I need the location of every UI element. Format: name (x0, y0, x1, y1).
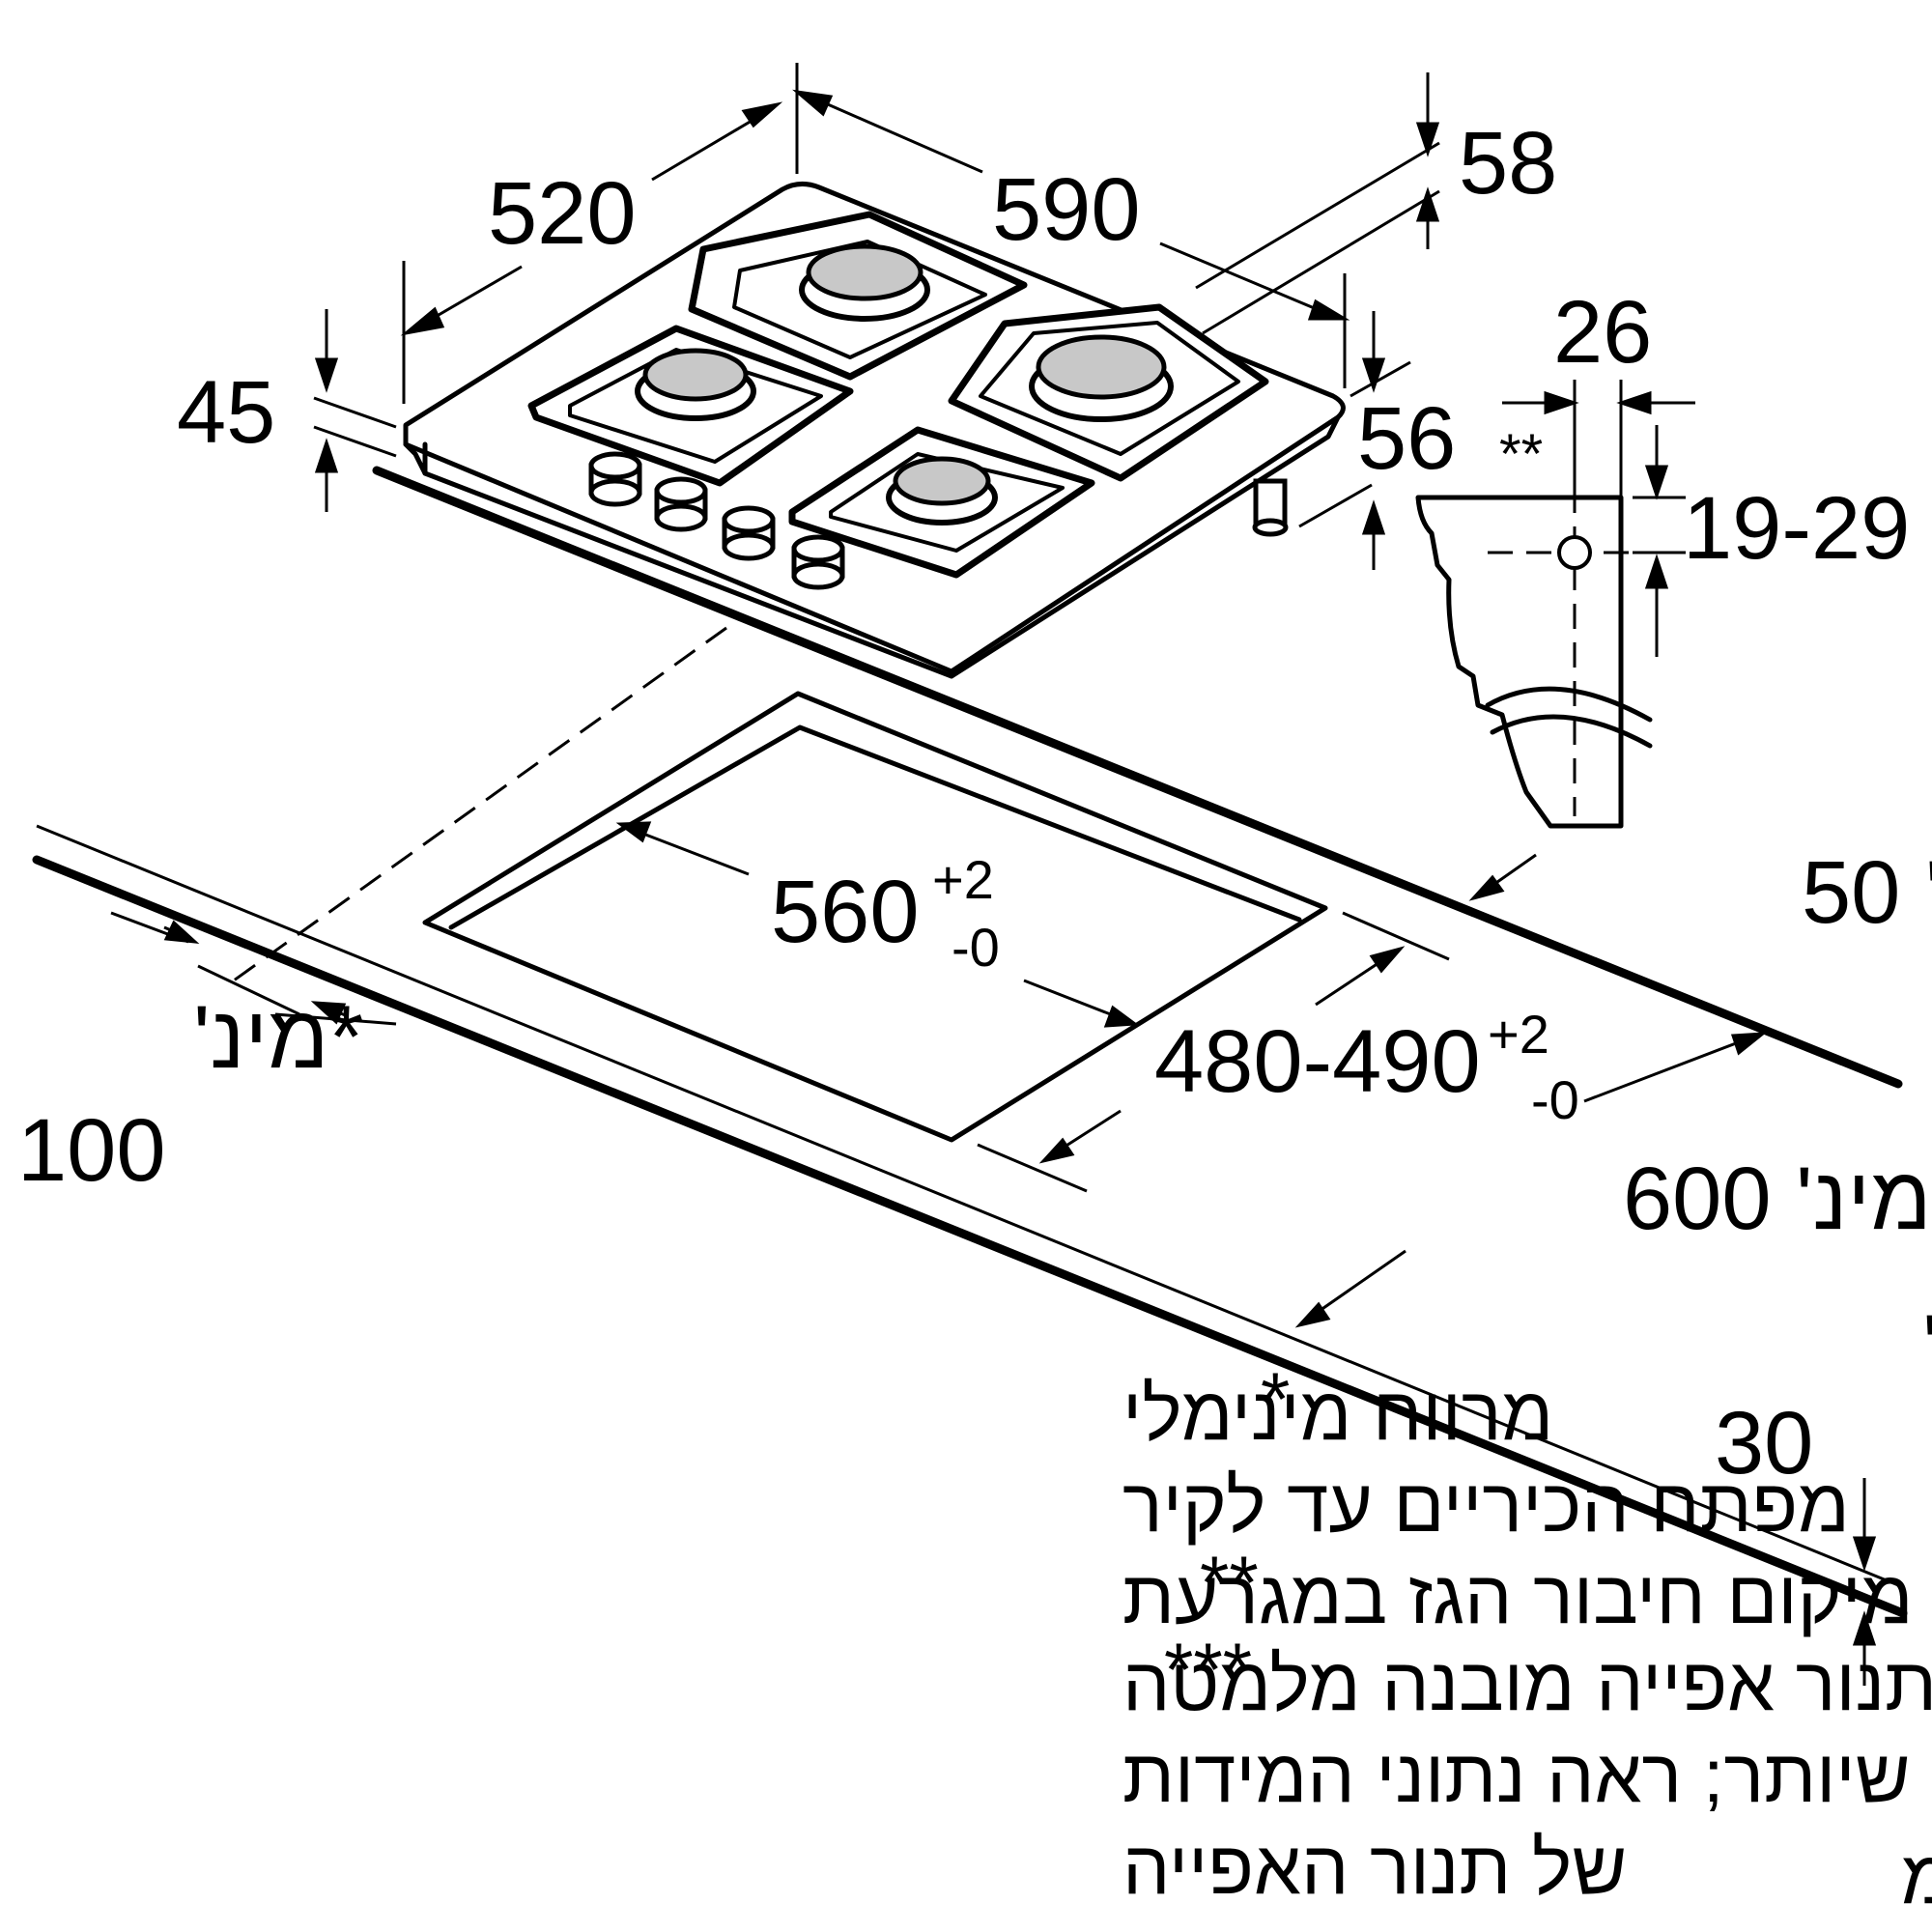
grate-front-left (527, 325, 854, 487)
dim-min-100-value: 100 (17, 1101, 166, 1200)
control-knobs (588, 451, 845, 590)
dim-590: 590 (992, 160, 1141, 259)
dim-56: 56 (1357, 389, 1456, 488)
gas-hob (403, 182, 1346, 679)
knob-2 (654, 476, 708, 532)
countertop-profile (1415, 380, 1686, 829)
dimension-labels: 520 590 58 45 56 26 19-29 ** 560 +2 -0 4… (17, 114, 1932, 1492)
knob-4 (791, 534, 845, 590)
dim-480-minus: -0 (1531, 1069, 1579, 1130)
gas-connection-point (1557, 535, 1592, 570)
burner-back-left (799, 243, 930, 322)
dim-560-plus: +2 (932, 849, 994, 910)
dim-58: 58 (1459, 114, 1557, 213)
note-2-line-1: מיקום חיבור הגז במגרעת (1122, 1554, 1913, 1639)
note-3-line-2: ייתכן שיותר; ראה נתוני המידות (1122, 1733, 1932, 1818)
knob-3 (722, 505, 776, 561)
dim-480-plus: +2 (1488, 1004, 1549, 1065)
dim-min-50: מינ' 50 (1802, 843, 1932, 942)
dim-19-29: 19-29 (1683, 479, 1910, 578)
dim-520: 520 (488, 164, 637, 263)
note-3-line-3: של תנור האפייה (1122, 1825, 1627, 1910)
burner-front-right (886, 456, 998, 526)
knob-1 (588, 451, 642, 507)
note-3-line-1: עם תנור אפייה מובנה מלמטה (1122, 1641, 1932, 1726)
dim-560: 560 (771, 863, 920, 961)
dim-min-100-label: *מינ' (193, 988, 363, 1087)
countertop (32, 466, 1908, 1618)
note-3-marker: *** (1164, 1627, 1252, 1712)
gas-connector (1252, 478, 1289, 537)
dim-480-490: 480-490 (1154, 1012, 1481, 1111)
dim-26: 26 (1553, 283, 1652, 382)
units-note: מידות במ"מ (1901, 1834, 1932, 1919)
footnotes: * מרווח מינימלי מפתח הכיריים עד לקיר ** … (1122, 1356, 1932, 1919)
dim-560-minus: -0 (952, 917, 1000, 978)
note-2-marker: ** (1200, 1540, 1259, 1625)
dimension-lines (110, 63, 1877, 1686)
cutout (422, 691, 1328, 1143)
dim-min-600: מינ' 600 (1623, 1150, 1932, 1248)
dim-min-30-value: 30 (1715, 1394, 1813, 1492)
dim-45: 45 (177, 363, 275, 462)
burner-front-left (635, 348, 756, 421)
note-1-line-1: מרווח מינימלי (1122, 1371, 1553, 1456)
note-1-line-2: מפתח הכיריים עד לקיר (1122, 1463, 1850, 1548)
note-1-marker: * (1261, 1356, 1290, 1441)
connection-marker: ** (1499, 423, 1543, 486)
burner-back-right (1029, 334, 1174, 422)
dim-min-30-label: ***מינ' (1922, 1297, 1932, 1396)
